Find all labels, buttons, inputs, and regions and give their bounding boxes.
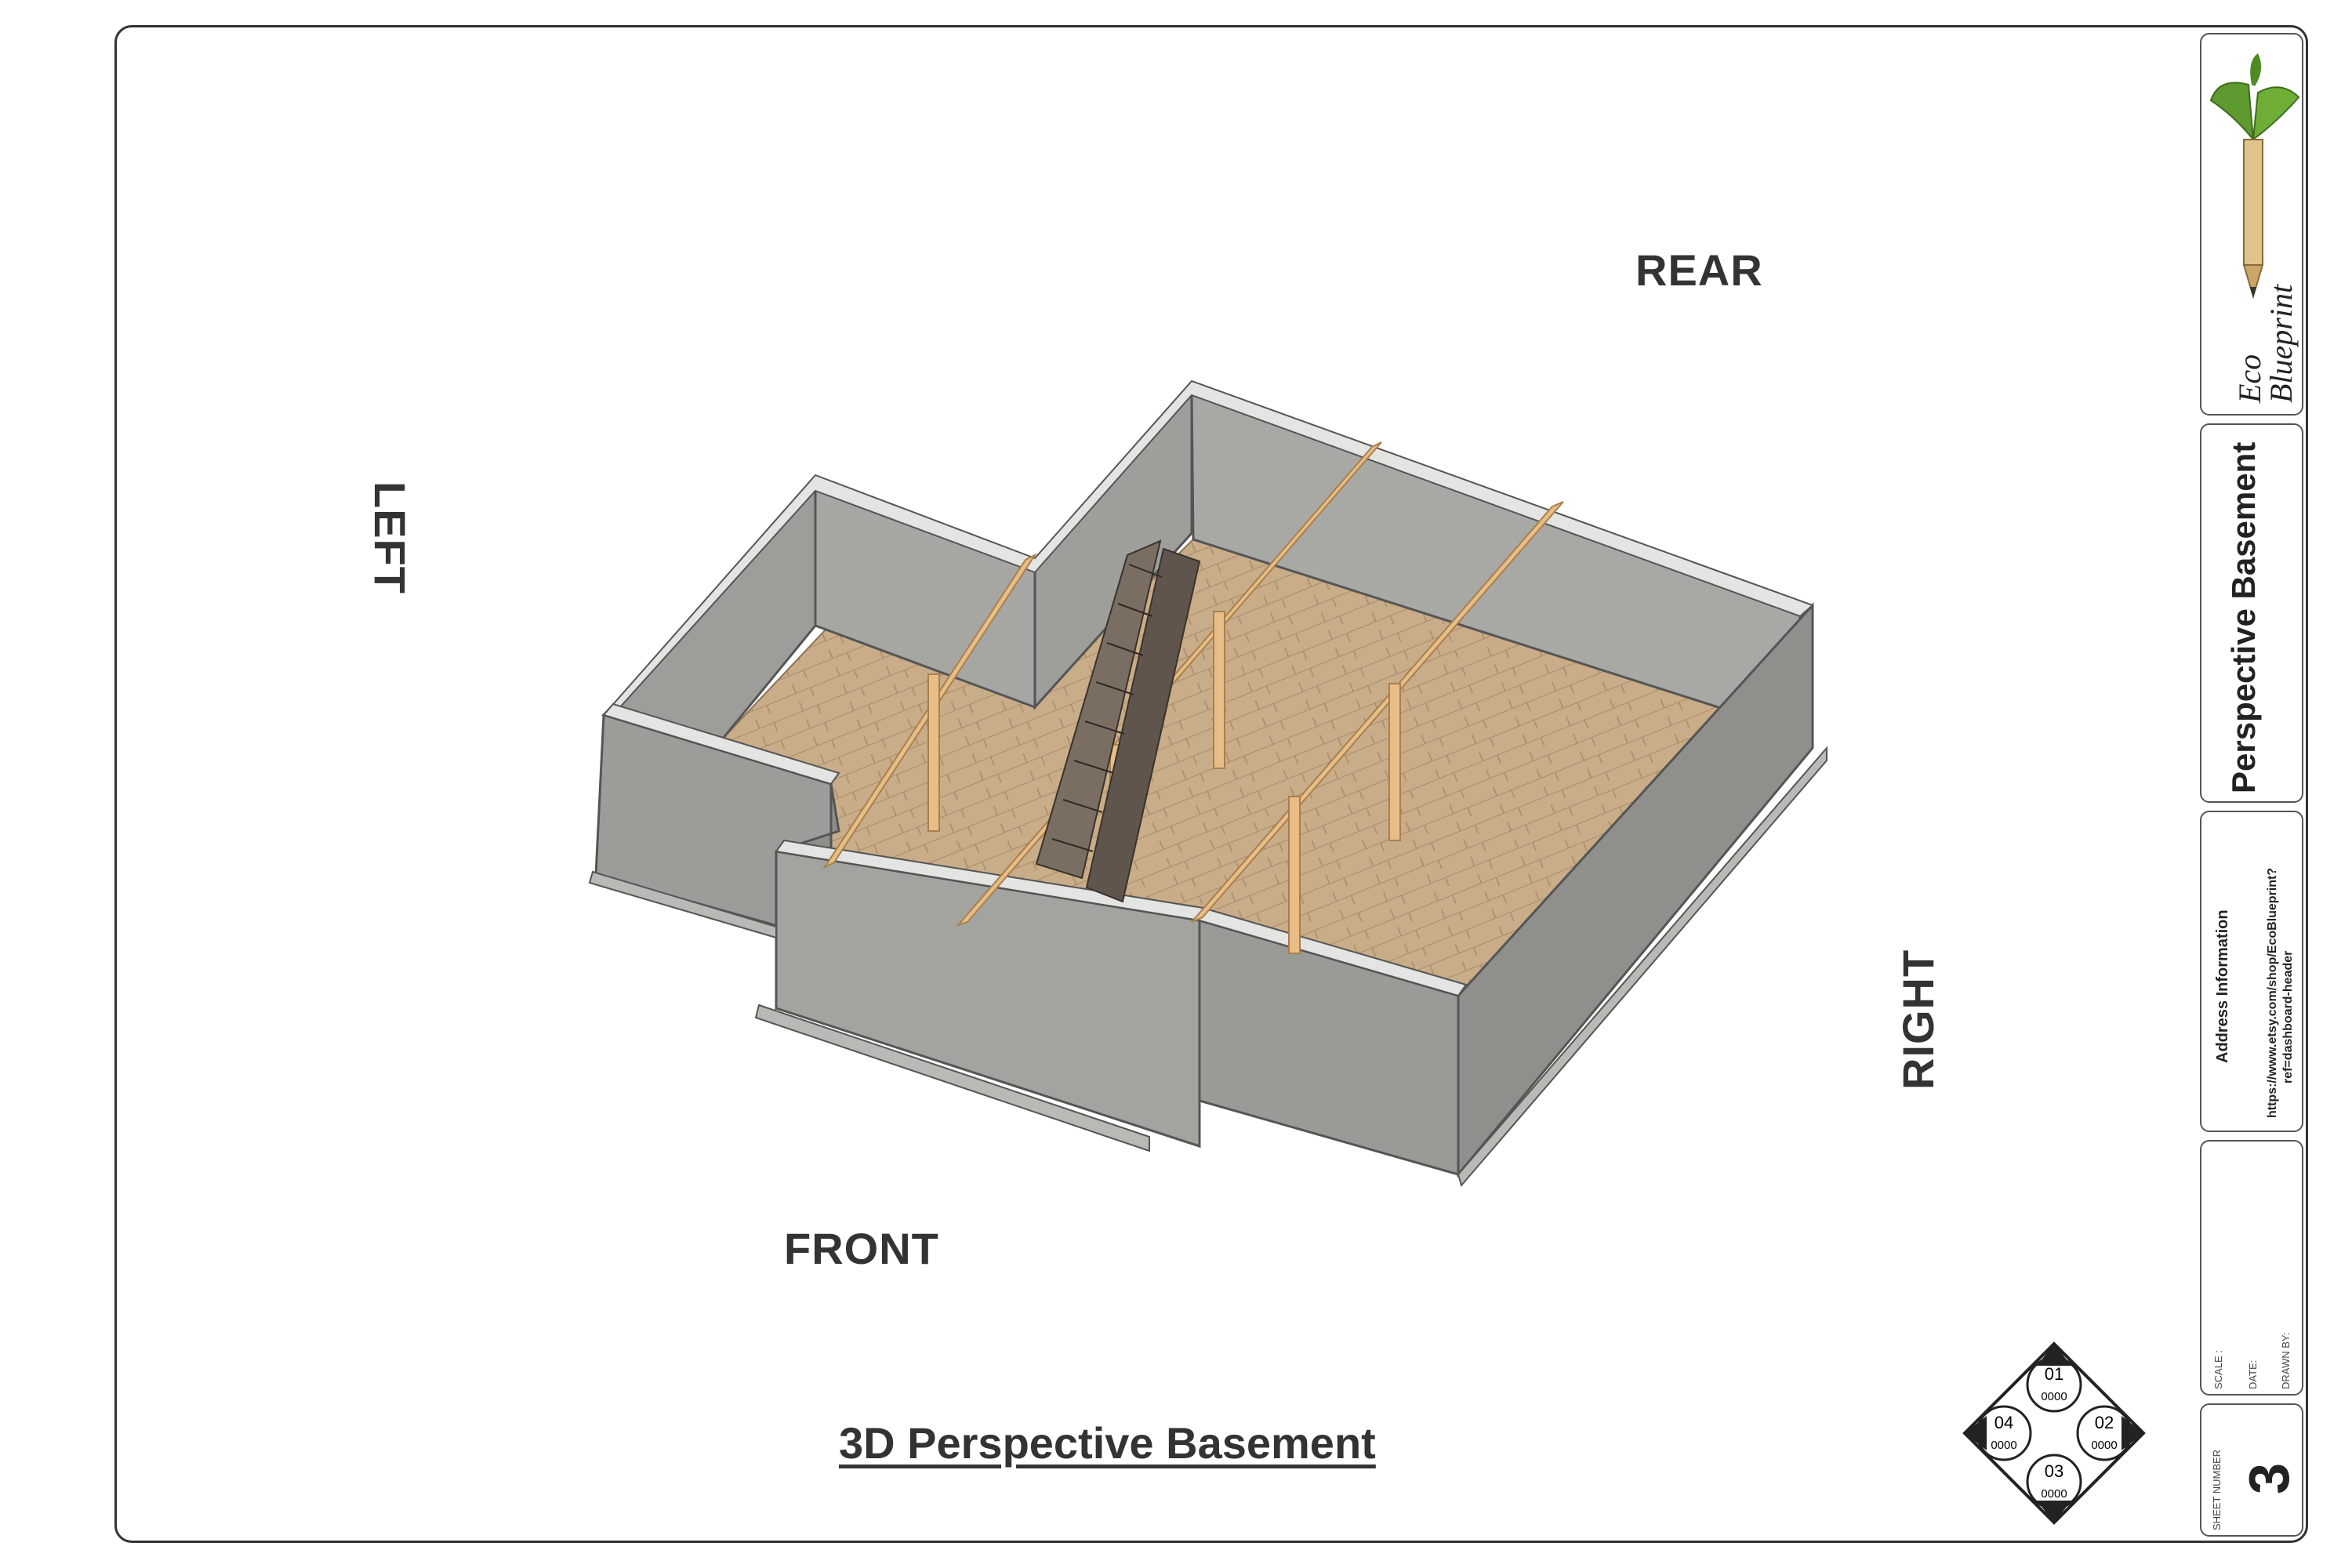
sheet-number-label: SHEET NUMBER xyxy=(2211,1449,2223,1530)
compass-top-number: 01 xyxy=(2045,1364,2063,1384)
label-front: FRONT xyxy=(784,1224,939,1273)
sheet-title-box: Perspective Basement xyxy=(2200,423,2303,803)
logo-box: Eco Blueprint xyxy=(2200,33,2303,416)
right-outer-wall xyxy=(1457,602,1814,1178)
scale-label: SCALE : xyxy=(2212,1350,2224,1389)
footing-right xyxy=(1457,746,1828,1188)
compass-right-code: 0000 xyxy=(2091,1439,2117,1452)
address-box: Address Information https://www.etsy.com… xyxy=(2200,811,2303,1132)
sheet-number-box: SHEET NUMBER 3 xyxy=(2200,1403,2303,1537)
sheet-title: Perspective Basement xyxy=(2225,441,2262,793)
eco-blueprint-logo xyxy=(2209,53,2300,299)
wall-top-front xyxy=(602,702,840,786)
drawn-by-label: DRAWN BY: xyxy=(2280,1332,2292,1389)
sheet-compass: 01 0000 02 0000 03 0000 04 0000 xyxy=(1962,1341,2146,1525)
label-right: RIGHT xyxy=(1893,949,1944,1090)
date-label: DATE: xyxy=(2247,1359,2259,1389)
label-left: LEFT xyxy=(365,481,416,594)
url-line-2: ref=dashboard-header xyxy=(2281,950,2295,1083)
compass-left-code: 0000 xyxy=(1991,1439,2016,1452)
label-rear: REAR xyxy=(1635,245,1763,295)
url-line-1: https://www.etsy.com/shop/EcoBlueprint? xyxy=(2266,867,2279,1118)
wall-top-front-2 xyxy=(775,839,1468,997)
scale-date-box: SCALE : DATE: DRAWN BY: xyxy=(2200,1140,2303,1396)
compass-top-code: 0000 xyxy=(2041,1390,2067,1403)
footing xyxy=(588,870,777,939)
logo-text-blueprint: Blueprint xyxy=(2263,284,2299,403)
wall-top-cap xyxy=(602,379,1814,718)
compass-left-number: 04 xyxy=(1994,1413,2013,1432)
sheet-number: 3 xyxy=(2238,1462,2301,1494)
compass-bottom-code: 0000 xyxy=(2041,1487,2067,1501)
label-left-text: LEFT xyxy=(365,481,415,594)
drawing-sheet-border xyxy=(114,25,2308,1543)
basement-3d-drawing: 01 0000 02 0000 03 0000 04 0000 xyxy=(588,379,2146,1525)
staircase xyxy=(1035,539,1201,903)
footing-front xyxy=(754,1004,1150,1152)
drawing-title: 3D Perspective Basement xyxy=(839,1418,1376,1468)
compass-right-number: 02 xyxy=(2095,1413,2114,1432)
label-right-text: RIGHT xyxy=(1893,949,1943,1090)
address-label: Address Information xyxy=(2214,909,2231,1063)
compass-bottom-number: 03 xyxy=(2045,1461,2063,1481)
